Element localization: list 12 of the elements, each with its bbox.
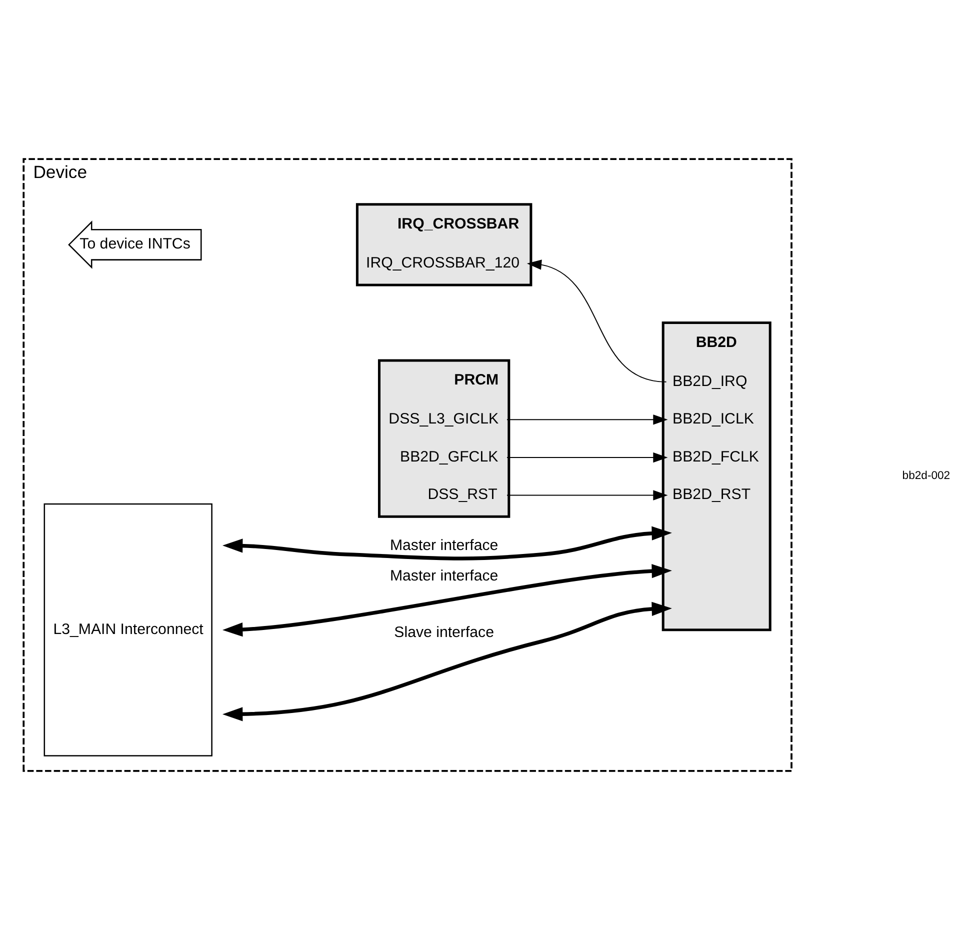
node-box: L3_MAIN Interconnect <box>44 503 212 756</box>
arrow <box>507 452 668 463</box>
arrow <box>222 564 672 637</box>
arrow <box>222 526 672 560</box>
label: bb2d-002 <box>902 470 950 482</box>
arrow <box>507 414 668 425</box>
edge-label: Master interface <box>390 567 498 584</box>
edge-label: Slave interface <box>394 624 494 641</box>
arrow <box>507 490 668 500</box>
arrow <box>222 602 672 722</box>
arrow <box>526 260 666 382</box>
edge-label: Master interface <box>390 537 498 554</box>
